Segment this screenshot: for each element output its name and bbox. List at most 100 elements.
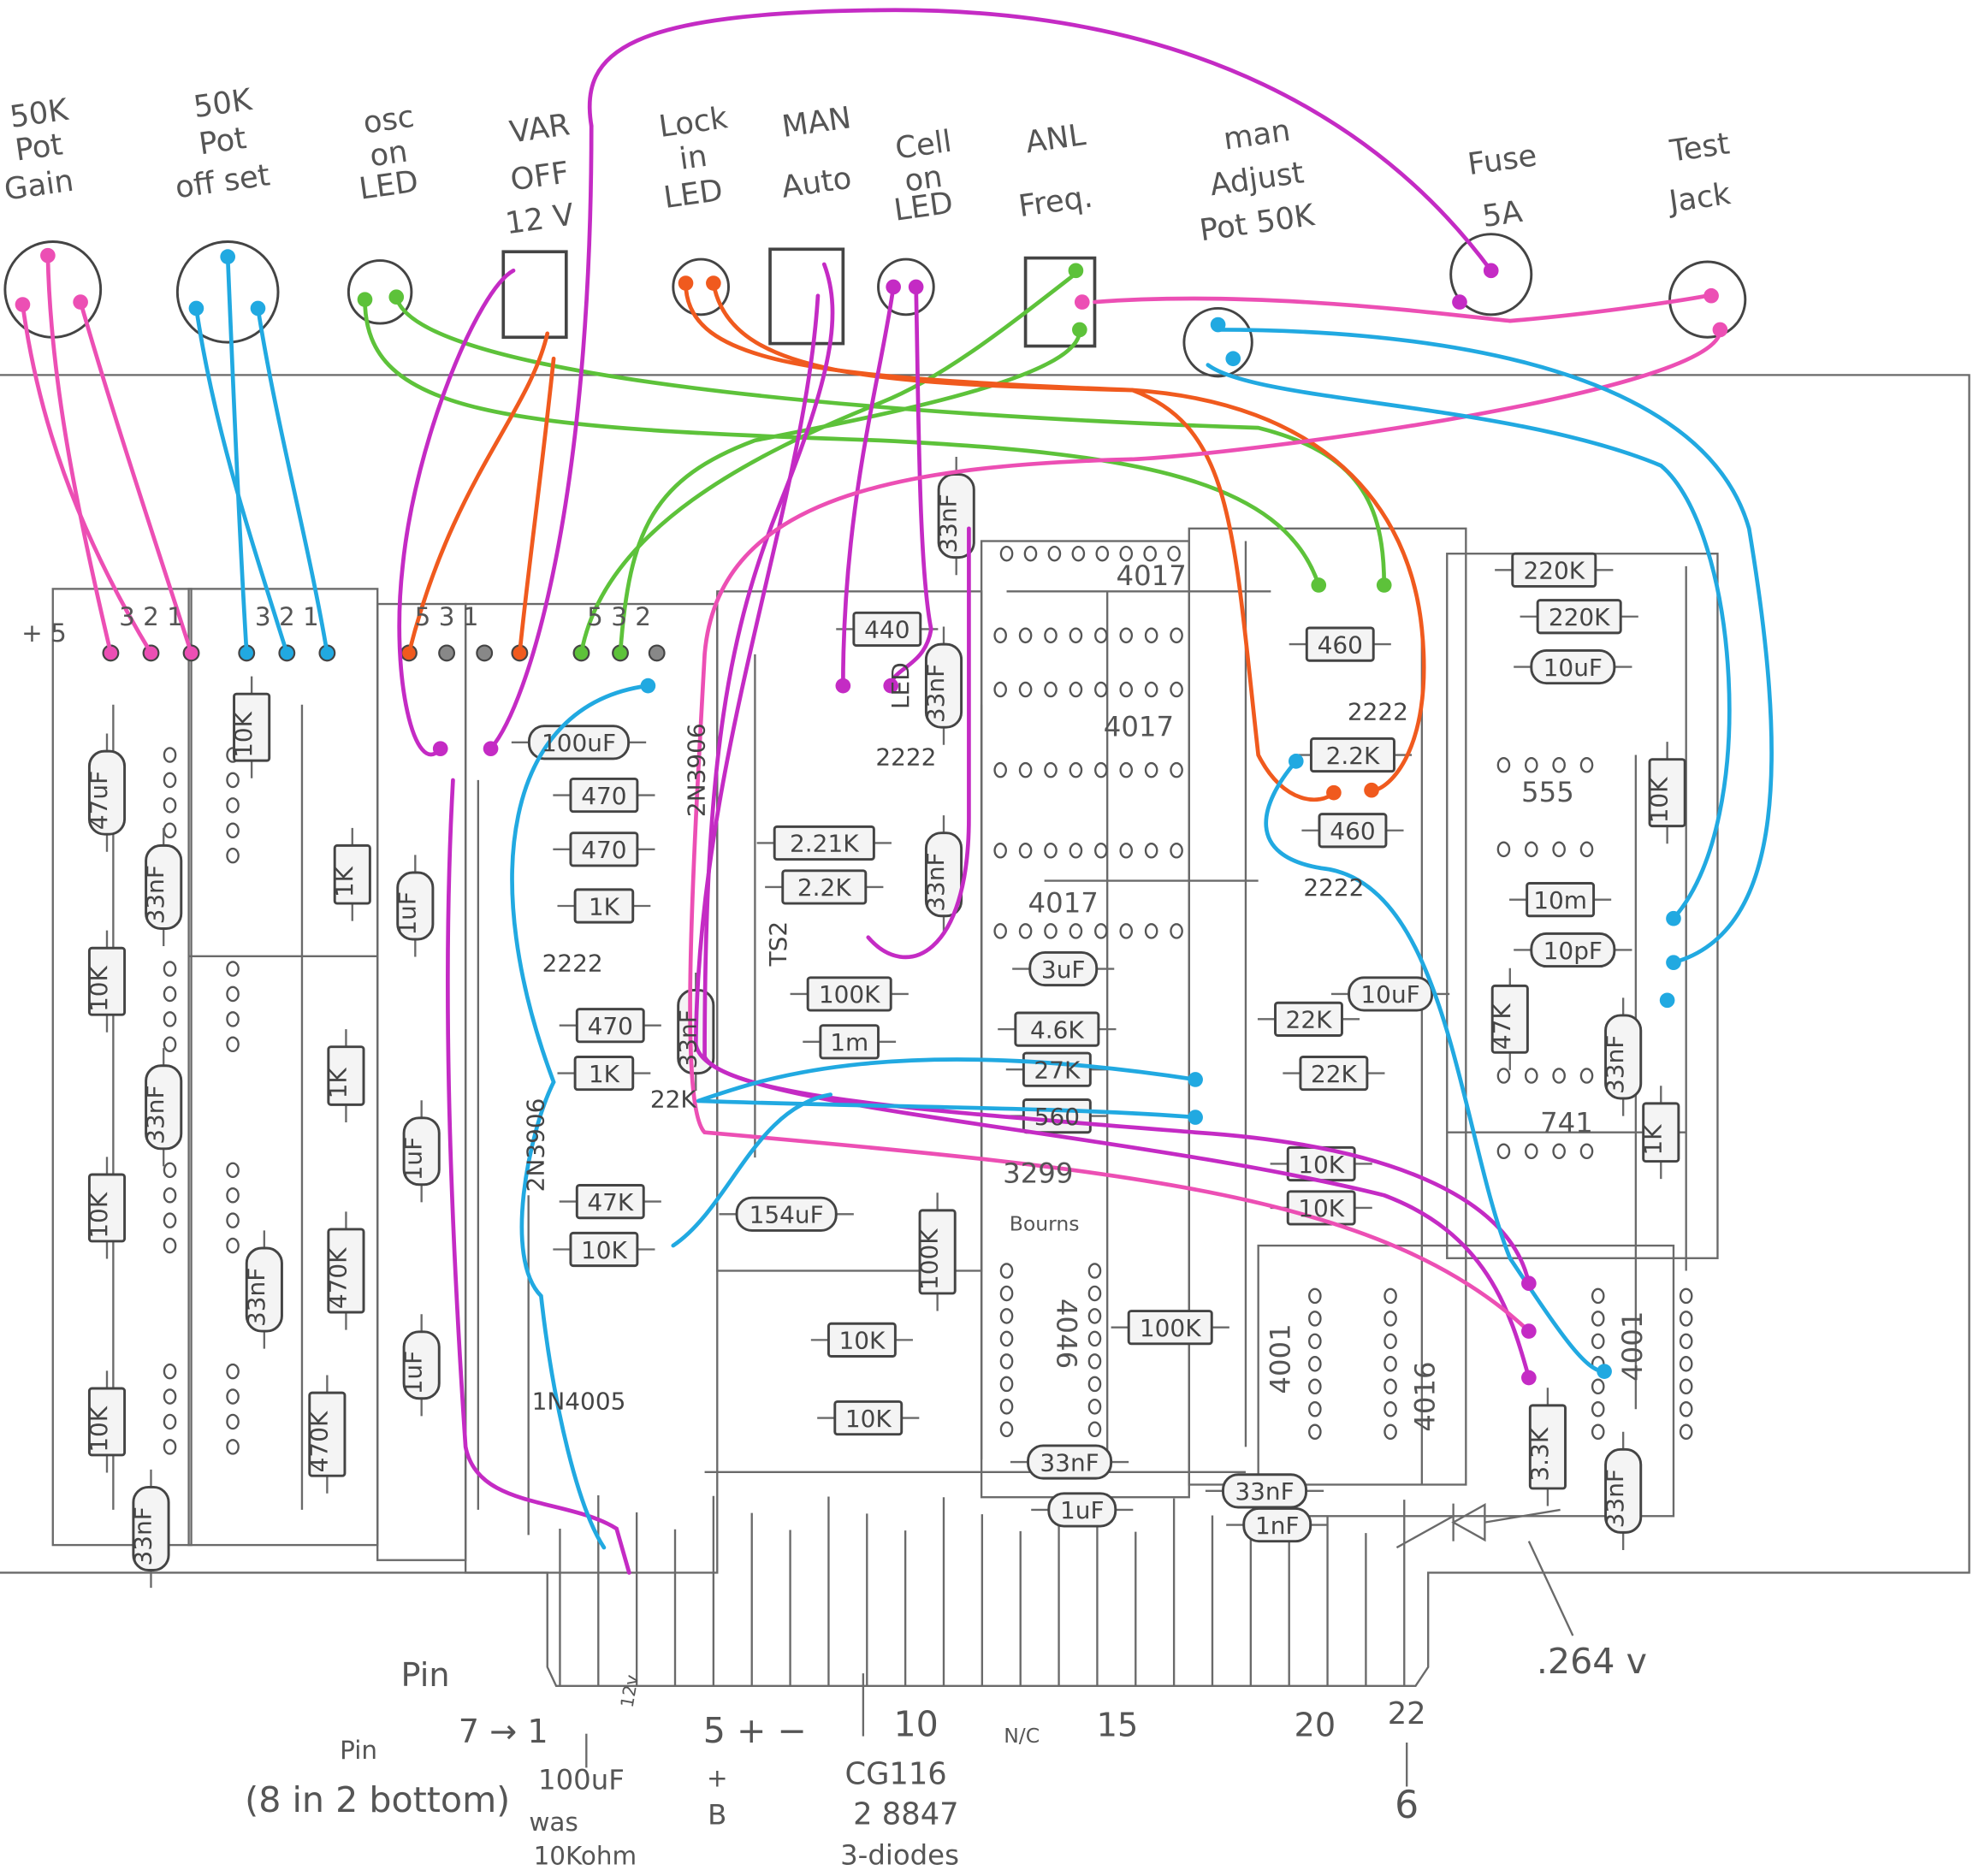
ic-pin bbox=[163, 961, 177, 977]
component-value: 33nF bbox=[141, 1085, 169, 1144]
panel-label: Test bbox=[1667, 126, 1732, 169]
ic-pin bbox=[1383, 1400, 1397, 1417]
ic-pin bbox=[1383, 1287, 1397, 1305]
ic-pin bbox=[1525, 841, 1538, 858]
component-value: 220K bbox=[1523, 557, 1585, 585]
solder-point bbox=[1188, 1110, 1203, 1125]
ic-pin bbox=[226, 1439, 240, 1455]
resistor-icon bbox=[327, 1045, 365, 1106]
capacitor-icon bbox=[145, 1064, 183, 1151]
ic-pin bbox=[226, 1036, 240, 1053]
component-value: 10K bbox=[1645, 777, 1674, 824]
ic-pin bbox=[1087, 1263, 1102, 1279]
bottom-note-twelve-v: 12v bbox=[617, 1673, 643, 1709]
component-value: 460 bbox=[1330, 817, 1375, 845]
ic-pin bbox=[1579, 1143, 1594, 1160]
bottom-note-cap-note-1: 100uF bbox=[538, 1763, 625, 1796]
header-label: + 5 bbox=[21, 618, 67, 648]
capacitor-icon bbox=[924, 642, 963, 729]
component-value: 470K bbox=[305, 1411, 333, 1472]
component-value: 1uF bbox=[400, 1351, 428, 1395]
ic-label: 4046 bbox=[1050, 1299, 1082, 1369]
ic-pin bbox=[1144, 627, 1158, 644]
resistor-icon bbox=[1536, 599, 1622, 635]
ic-pin bbox=[1496, 757, 1511, 773]
ic-pin bbox=[1170, 681, 1183, 698]
wire-cyan bbox=[671, 1092, 832, 1248]
capacitor-icon bbox=[1027, 1444, 1113, 1480]
ic-pin bbox=[1591, 1311, 1605, 1327]
ic-pin bbox=[1069, 761, 1083, 778]
ic-pin bbox=[226, 1011, 240, 1027]
resistor-icon bbox=[87, 946, 127, 1016]
component-value: 10uF bbox=[1543, 654, 1603, 682]
trace-block bbox=[1188, 527, 1467, 1486]
component-value: 1K bbox=[589, 1060, 620, 1088]
wire-green bbox=[363, 297, 1321, 588]
resistor-icon bbox=[575, 1184, 645, 1220]
component-value: 10K bbox=[85, 1192, 113, 1239]
panel-label: Freq. bbox=[1016, 179, 1095, 224]
ic-pin bbox=[1383, 1356, 1397, 1372]
wire-magenta bbox=[702, 262, 1532, 1380]
ic-pin bbox=[1591, 1400, 1605, 1417]
ic-pin bbox=[1679, 1400, 1693, 1417]
bottom-note-pin: Pin bbox=[401, 1657, 450, 1695]
component-value: 10K bbox=[845, 1405, 892, 1433]
ic-pin bbox=[1023, 545, 1038, 562]
resistor-icon bbox=[1274, 1001, 1343, 1037]
ic-label: 555 bbox=[1521, 776, 1574, 808]
ic-pin bbox=[1383, 1333, 1397, 1350]
wire-orange bbox=[711, 281, 1426, 793]
resistor-icon bbox=[327, 1228, 365, 1314]
ic-pin bbox=[1094, 627, 1108, 644]
ic-pin bbox=[1170, 923, 1183, 939]
panel-label: LED bbox=[357, 164, 420, 207]
ic-pin bbox=[1094, 923, 1108, 939]
solder-point bbox=[1210, 317, 1226, 333]
ic-pin bbox=[1308, 1333, 1322, 1350]
ic-pin bbox=[1144, 681, 1158, 698]
solder-point bbox=[1521, 1275, 1537, 1292]
ic-pin bbox=[1119, 627, 1134, 644]
component-value: 33nF bbox=[141, 865, 169, 924]
panel-label: osc bbox=[361, 99, 417, 141]
resistor-icon bbox=[308, 1391, 347, 1477]
offset-pot-icon bbox=[175, 240, 280, 344]
ic-pin bbox=[999, 1376, 1014, 1393]
resistor-icon bbox=[773, 825, 875, 861]
ic-pin bbox=[1095, 545, 1110, 562]
ic-pin bbox=[1119, 843, 1134, 859]
solder-point bbox=[1703, 287, 1719, 304]
solder-point bbox=[835, 678, 851, 694]
ic-label: 4001 bbox=[1264, 1323, 1296, 1394]
ic-pin bbox=[1044, 923, 1058, 939]
ic-pin bbox=[1525, 757, 1538, 773]
capacitor-icon bbox=[1604, 1447, 1643, 1534]
wire-green bbox=[618, 328, 1082, 655]
solder-point bbox=[1666, 955, 1681, 971]
ic-pin bbox=[1144, 923, 1158, 939]
ic-pin bbox=[163, 822, 177, 839]
ic-pin bbox=[1167, 545, 1181, 562]
capacitor-icon bbox=[87, 749, 127, 836]
ic-pin bbox=[226, 1187, 240, 1204]
solder-point bbox=[1068, 263, 1084, 279]
ic-pin bbox=[1087, 1308, 1102, 1324]
capacitor-icon bbox=[1028, 950, 1099, 987]
ic-pin bbox=[1308, 1423, 1322, 1441]
part-note: 2222 bbox=[875, 743, 936, 771]
resistor-icon bbox=[573, 1056, 635, 1092]
part-note: 2N3906 bbox=[683, 723, 711, 817]
ic-pin bbox=[999, 1308, 1014, 1324]
ic-pin bbox=[999, 545, 1014, 562]
wire-magenta bbox=[888, 285, 933, 688]
capacitor-icon bbox=[402, 1116, 441, 1187]
capacitor-icon bbox=[937, 473, 975, 559]
ic-pin bbox=[1047, 545, 1062, 562]
part-note: LED bbox=[886, 662, 915, 709]
bottom-note-twenty: 20 bbox=[1295, 1707, 1336, 1745]
panel-label: Pot bbox=[13, 127, 65, 168]
osc-led-icon bbox=[347, 259, 413, 325]
ic-pin bbox=[1552, 757, 1566, 773]
